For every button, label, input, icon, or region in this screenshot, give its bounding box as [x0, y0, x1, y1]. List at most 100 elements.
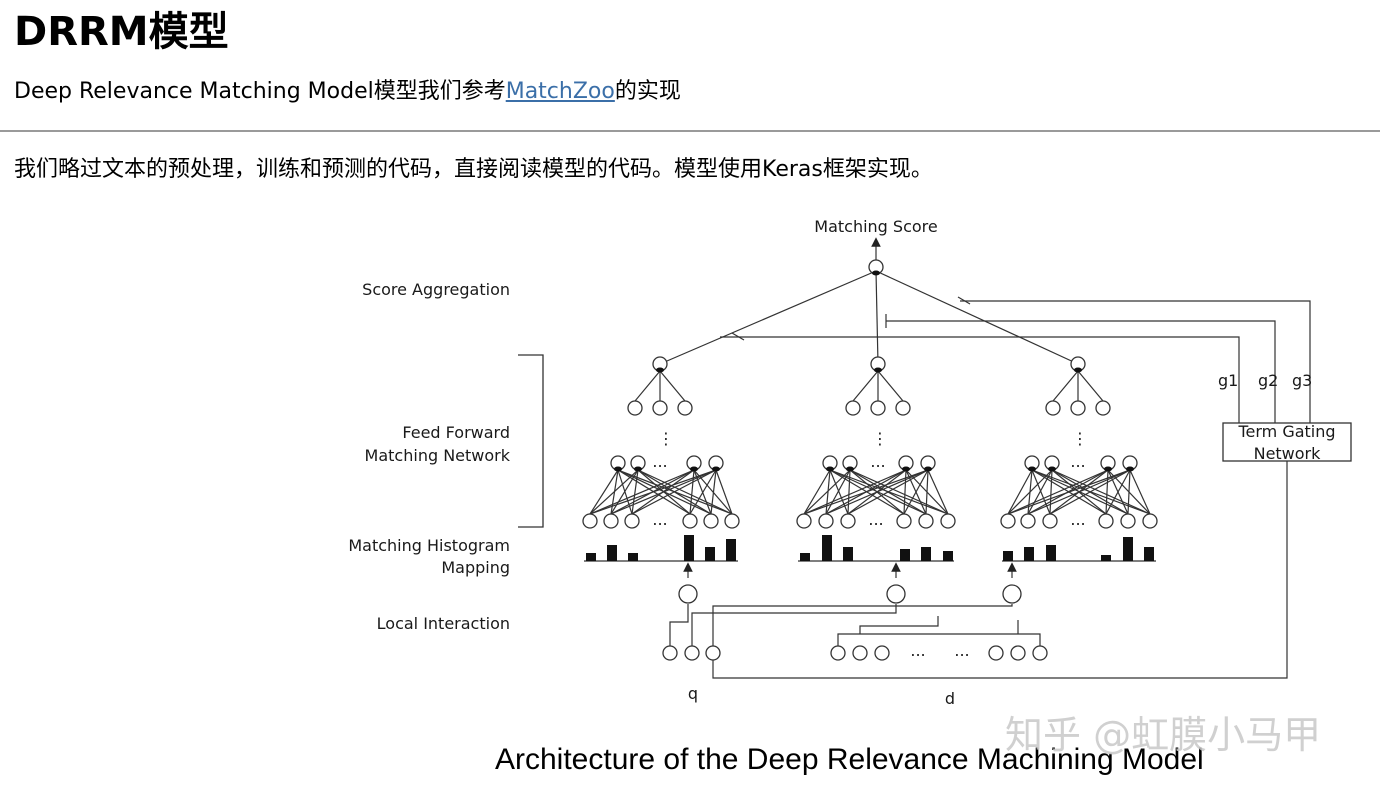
ffn-dense-edge: [903, 469, 907, 515]
ffn-dense-edge: [1007, 469, 1033, 515]
ffn-dense-edge: [1129, 469, 1151, 515]
ffn-dense-edge: [637, 469, 733, 515]
histogram-bar: [843, 547, 853, 561]
hidden-ellipsis-2: ...: [870, 452, 885, 471]
ffn-dense-edge: [589, 469, 695, 515]
histogram-input-node: [703, 513, 719, 529]
node-activation-dot: [924, 466, 932, 472]
ffn-dense-edge: [1031, 469, 1051, 515]
subtitle-prefix: Deep Relevance Matching Model模型我们参考: [14, 79, 506, 104]
query-to-op-2: [691, 604, 897, 646]
ffn-dense-edge: [1007, 469, 1109, 515]
ffn-dense-edge: [825, 469, 831, 515]
histogram-input-node: [796, 513, 812, 529]
ffn-dense-edge: [1027, 469, 1131, 515]
ffn-dense-edge: [710, 469, 717, 515]
histogram-bar: [921, 547, 931, 561]
histogram-bar: [1024, 547, 1034, 561]
ffn-top-node: [845, 400, 861, 416]
histogram-input-node: [896, 513, 912, 529]
ffn-dense-edge: [1105, 469, 1109, 515]
aggregation-edge: [875, 270, 1079, 365]
histogram-bar: [900, 549, 910, 561]
ffn-dense-edge: [803, 469, 851, 515]
histogram-bar: [943, 551, 953, 561]
ffn-top-node: [870, 400, 886, 416]
ffn-dense-edge: [589, 469, 619, 515]
histogram-bar: [822, 535, 832, 561]
node-activation-dot: [690, 466, 698, 472]
gate-g3-path: [960, 300, 1311, 423]
node-activation-dot: [1104, 466, 1112, 472]
node-activation-dot: [1028, 466, 1036, 472]
hidden-ellipsis-1: ...: [652, 452, 667, 471]
ffn-bracket: [518, 354, 544, 528]
node-activation-dot: [614, 466, 622, 472]
local-interaction-operator: [1002, 584, 1022, 604]
ffn-dense-edge: [927, 469, 949, 515]
ffn-dense-edge: [1105, 469, 1131, 515]
node-activation-dot: [846, 466, 854, 472]
ffn-edge: [852, 370, 879, 402]
input-ellipsis-2: ...: [868, 510, 883, 529]
ffn-dense-edge: [903, 469, 929, 515]
ffn-dense-edge: [715, 469, 733, 515]
histogram-bar: [800, 553, 810, 561]
ffn-dense-edge: [925, 469, 929, 515]
input-ellipsis-1: ...: [652, 510, 667, 529]
histogram-input-node: [582, 513, 598, 529]
ffn-dense-edge: [589, 469, 639, 515]
histogram-input-node: [840, 513, 856, 529]
gate-g1-path: [720, 336, 1240, 423]
histogram-bar: [1003, 551, 1013, 561]
ffn-edge: [877, 370, 904, 402]
histogram-label-line2: Mapping: [441, 558, 510, 577]
matchzoo-link[interactable]: MatchZoo: [505, 79, 615, 104]
query-to-gating-path: [712, 461, 1288, 679]
doc-bus-2: [859, 616, 939, 634]
page-title: DRRM模型: [14, 9, 229, 55]
ffn-label-line2: Matching Network: [365, 446, 511, 465]
g1-label: g1: [1218, 371, 1238, 390]
ffn-dense-edge: [829, 469, 849, 515]
histogram-input-node: [1020, 513, 1036, 529]
histogram-bar: [1046, 545, 1056, 561]
node-activation-dot: [1126, 466, 1134, 472]
hidden-ellipsis-3: ...: [1070, 452, 1085, 471]
ffn-dense-edge: [825, 469, 851, 515]
vdots-1: ⋮: [658, 429, 674, 448]
ffn-dense-edge: [1007, 469, 1053, 515]
histogram-bar: [607, 545, 617, 561]
histogram-bar: [628, 553, 638, 561]
ffn-top-node: [1070, 400, 1086, 416]
watermark: 知乎 @虹膜小马甲: [1005, 713, 1322, 757]
ffn-dense-edge: [849, 469, 949, 515]
horizontal-rule: [0, 130, 1380, 132]
document-term-node: [830, 645, 846, 661]
ffn-top-node: [677, 400, 693, 416]
gate-mark: [957, 296, 971, 305]
ffn-dense-edge: [631, 469, 639, 515]
ffn-dense-edge: [610, 469, 717, 515]
vdots-3: ⋮: [1072, 429, 1088, 448]
document-term-node: [988, 645, 1004, 661]
ffn-dense-edge: [631, 469, 717, 515]
node-activation-dot: [712, 466, 720, 472]
histogram-bar: [705, 547, 715, 561]
doc-ellipsis-1: ...: [910, 641, 925, 660]
histogram-bar: [1144, 547, 1154, 561]
ffn-dense-edge: [803, 469, 907, 515]
q-label: q: [688, 684, 698, 703]
g2-label: g2: [1258, 371, 1278, 390]
ffn-dense-edge: [1049, 469, 1131, 515]
gate-g2-path: [886, 320, 1276, 423]
ffn-top-node: [895, 400, 911, 416]
ffn-edge: [1052, 370, 1079, 402]
histogram-bar: [684, 535, 694, 561]
subtitle: Deep Relevance Matching Model模型我们参考Match…: [14, 76, 681, 108]
node-activation-dot: [656, 367, 664, 373]
aggregation-edge: [875, 270, 879, 365]
node-activation-dot: [826, 466, 834, 472]
local-interaction-operator: [886, 584, 906, 604]
